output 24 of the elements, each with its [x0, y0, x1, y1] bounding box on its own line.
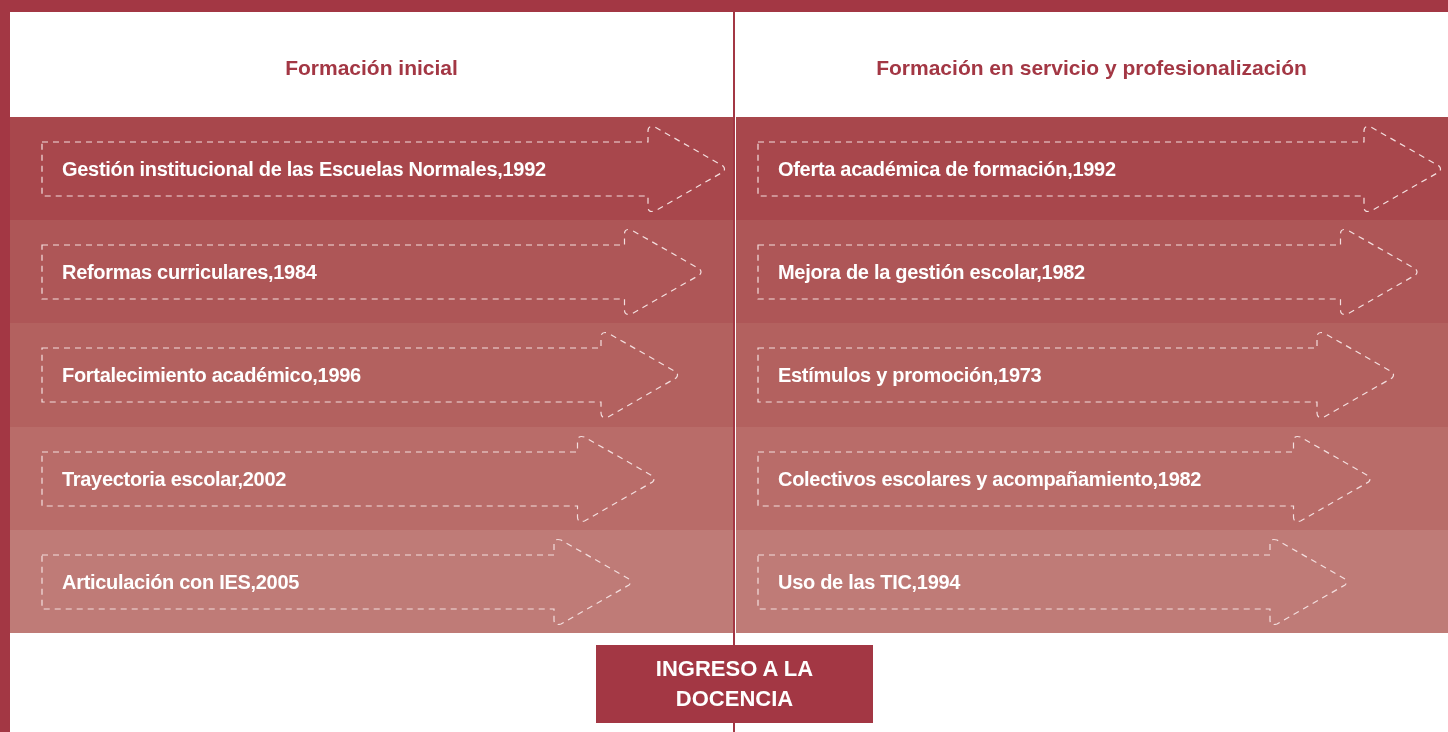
dashed-arrow-box	[40, 331, 679, 420]
entry-box	[596, 645, 873, 723]
arrow-label: Reformas curriculares,1984	[61, 260, 317, 286]
arrow-label: Mejora de la gestión escolar,1982	[777, 260, 1085, 286]
dashed-arrow-box	[40, 434, 656, 523]
column-heading: Formación inicial	[284, 55, 459, 81]
arrow-label: Trayectoria escolar,2002	[61, 466, 287, 492]
dashed-arrow-box	[40, 228, 703, 317]
arrow-label: Colectivos escolares y acompañamiento,1982	[777, 466, 1202, 492]
dashed-arrow-box	[756, 331, 1395, 420]
arrow-label: Oferta académica de formación,1992	[777, 157, 1116, 182]
dashed-arrow-box	[40, 125, 726, 213]
arrow-label: Uso de las TIC,1994	[777, 569, 961, 595]
dashed-arrow-box	[756, 125, 1442, 213]
dashed-arrow-box	[40, 537, 632, 626]
arrow-label: Fortalecimiento académico,1996	[61, 363, 361, 389]
column-heading: Formación en servicio y profesionalización	[875, 55, 1308, 81]
arrow-label: Articulación con IES,2005	[61, 569, 300, 595]
dashed-arrow-box	[756, 434, 1372, 523]
dashed-arrow-box	[756, 228, 1419, 317]
entry-label: INGRESO A LA DOCENCIA	[654, 655, 815, 713]
dashed-arrow-box	[756, 537, 1348, 626]
arrow-label: Gestión institucional de las Escuelas Normales,1992	[61, 157, 546, 182]
arrow-label: Estímulos y promoción,1973	[777, 363, 1042, 389]
